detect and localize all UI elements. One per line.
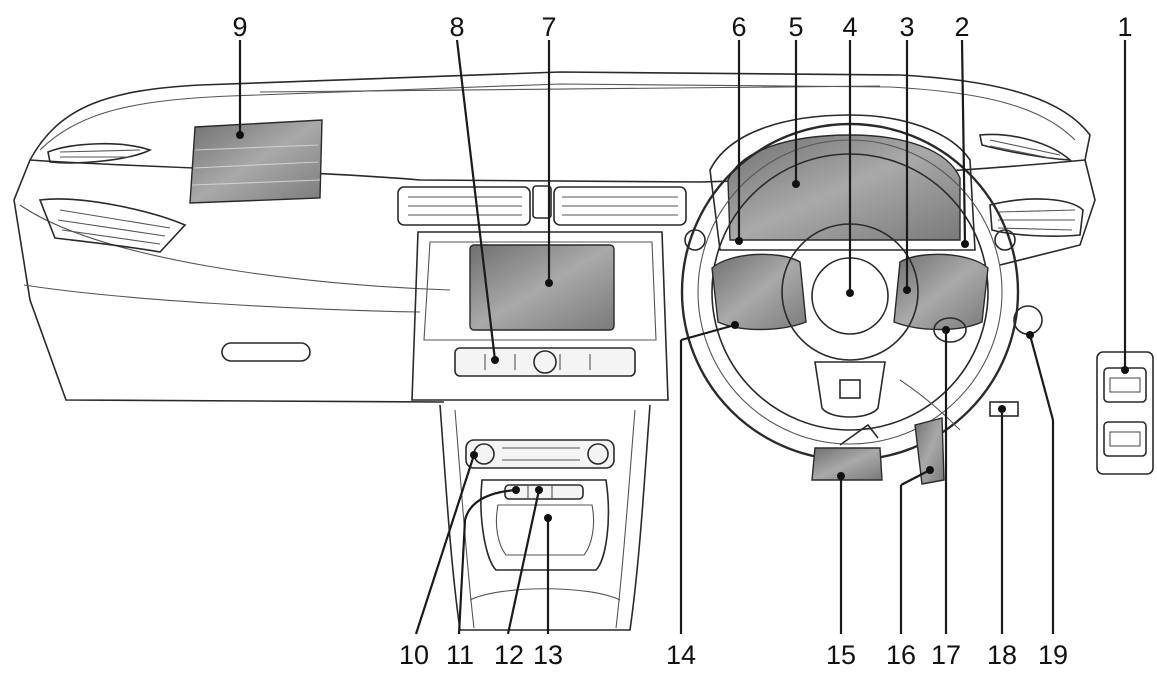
- dashboard-body: [13, 71, 1096, 631]
- steering-wheel-assembly: [680, 114, 1043, 485]
- callout-10: 10: [399, 640, 429, 670]
- callout-16: 16: [886, 640, 916, 670]
- callout-1: 1: [1117, 12, 1132, 42]
- callout-5: 5: [788, 12, 803, 42]
- callout-9: 9: [232, 12, 247, 42]
- callout-11: 11: [446, 640, 474, 670]
- callout-12: 12: [494, 640, 524, 670]
- callout-8: 8: [449, 12, 464, 42]
- callout-13: 13: [533, 640, 563, 670]
- callout-labels: 1 2 3 4 5 6 7 8 9 10 11 12 13 14 15 16 1…: [232, 12, 1132, 670]
- callout-3: 3: [899, 12, 914, 42]
- leader-lines: [236, 39, 1129, 635]
- callout-15: 15: [826, 640, 856, 670]
- callout-18: 18: [987, 640, 1017, 670]
- infotainment-screen: [469, 244, 615, 331]
- callout-2: 2: [954, 12, 969, 42]
- callout-7: 7: [541, 12, 556, 42]
- passenger-display-panel: [189, 119, 323, 204]
- callout-4: 4: [842, 12, 857, 42]
- callout-19: 19: [1038, 640, 1068, 670]
- callout-6: 6: [731, 12, 746, 42]
- callout-17: 17: [931, 640, 961, 670]
- callout-14: 14: [666, 640, 696, 670]
